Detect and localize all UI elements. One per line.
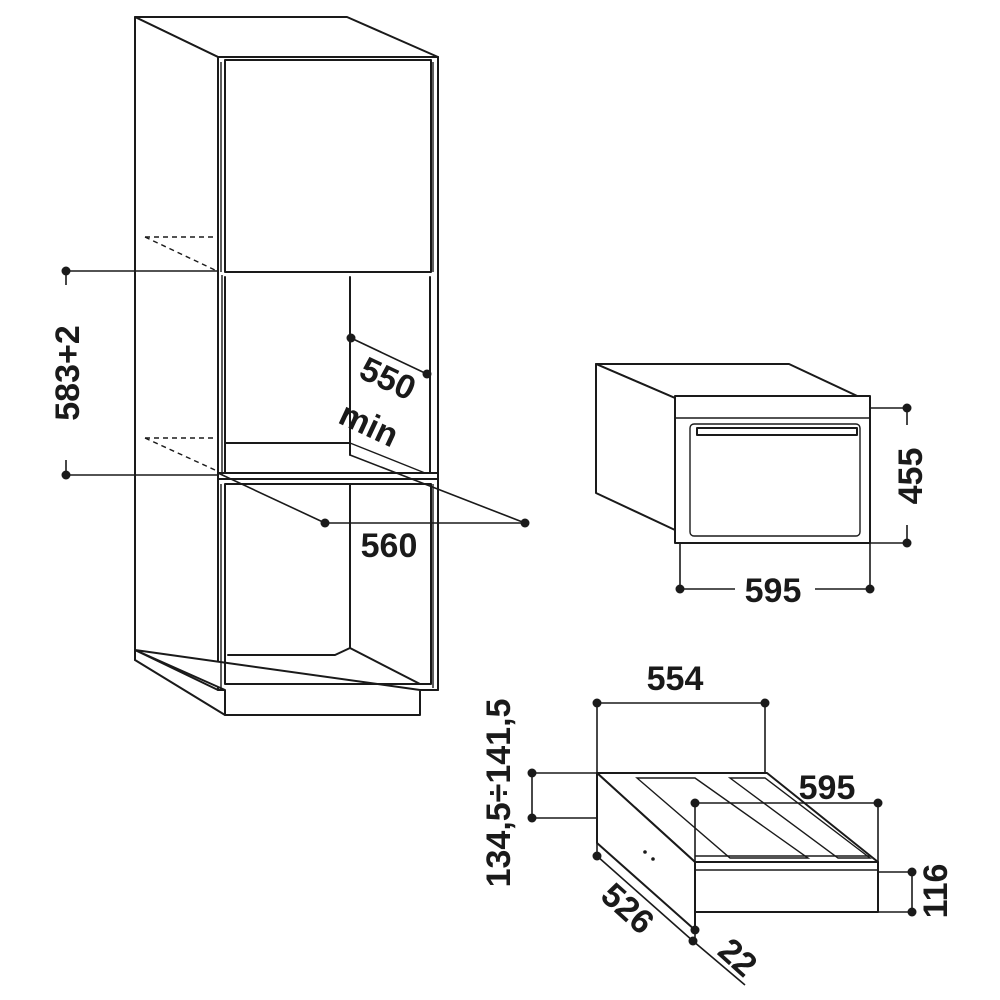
niche-height-label: 583+2: [49, 325, 87, 421]
drawer-inner-width-label: 554: [647, 660, 704, 698]
niche-width-label: 560: [361, 527, 418, 565]
appliance-width-label: 595: [745, 572, 802, 610]
drawer-outer-width-label: 595: [799, 769, 856, 807]
drawer-front-thickness-label: 22: [711, 931, 765, 985]
column-cabinet-dimensions: 583+2 550 min 560: [49, 266, 530, 565]
appliance-dimensions: 455 595: [675, 403, 930, 610]
drawer-height-range-label: 134,5÷141,5: [480, 699, 518, 888]
depth-label: 550: [354, 350, 421, 408]
built-in-appliance: [595, 363, 871, 544]
drawer-height-label: 116: [917, 864, 955, 919]
appliance-height-label: 455: [892, 448, 930, 505]
column-cabinet: [134, 16, 439, 716]
door-handle: [696, 427, 858, 436]
depth-min-label: min: [333, 395, 404, 455]
warming-drawer: [596, 772, 879, 931]
